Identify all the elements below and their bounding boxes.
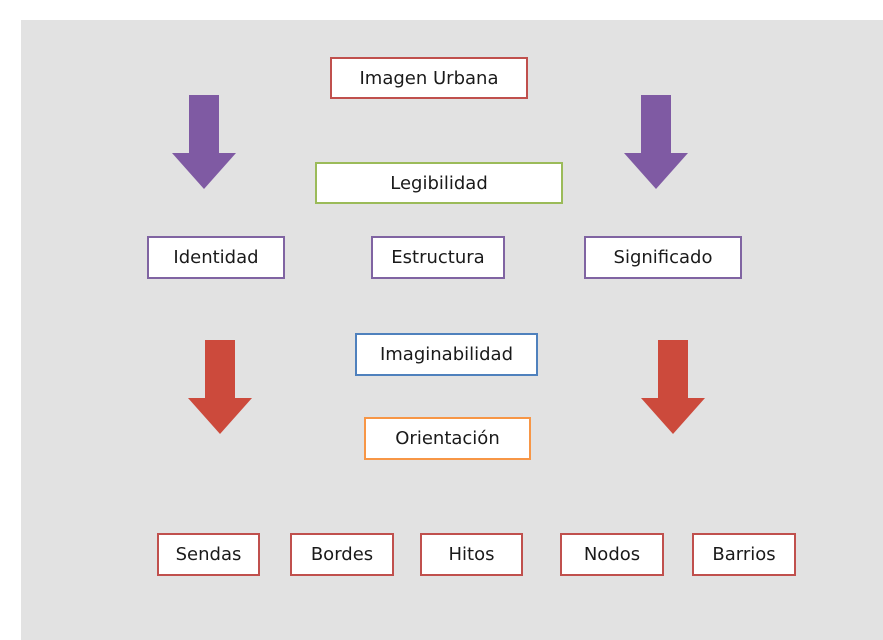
node-label: Identidad bbox=[173, 247, 259, 268]
node-label: Bordes bbox=[310, 544, 374, 565]
node-label: Imagen Urbana bbox=[359, 67, 499, 89]
arrow-red-right-shape bbox=[641, 340, 705, 434]
node-label: Orientación bbox=[395, 428, 500, 449]
node-estructura: Estructura bbox=[371, 236, 505, 279]
arrow-purple-right-shape bbox=[624, 95, 688, 189]
node-hitos: Hitos bbox=[420, 533, 523, 576]
node-label: Sendas bbox=[175, 544, 242, 565]
node-legibilidad: Legibilidad bbox=[315, 162, 563, 204]
node-label: Imaginabilidad bbox=[379, 344, 514, 365]
node-label: Legibilidad bbox=[390, 172, 488, 194]
down-arrow-icon bbox=[188, 340, 252, 434]
arrow-purple-left-shape bbox=[172, 95, 236, 189]
down-arrow-icon bbox=[172, 95, 236, 189]
down-arrow-icon bbox=[641, 340, 705, 434]
node-identidad: Identidad bbox=[147, 236, 285, 279]
node-orientacion: Orientación bbox=[364, 417, 531, 460]
node-imaginabilidad: Imaginabilidad bbox=[355, 333, 538, 376]
node-bordes: Bordes bbox=[290, 533, 394, 576]
arrow-red-left-shape bbox=[188, 340, 252, 434]
down-arrow-icon bbox=[624, 95, 688, 189]
node-nodos: Nodos bbox=[560, 533, 664, 576]
node-barrios: Barrios bbox=[692, 533, 796, 576]
node-label: Estructura bbox=[391, 247, 485, 268]
node-label: Barrios bbox=[712, 544, 776, 565]
node-imagen-urbana: Imagen Urbana bbox=[330, 57, 528, 99]
node-label: Hitos bbox=[448, 544, 495, 565]
node-sendas: Sendas bbox=[157, 533, 260, 576]
node-label: Significado bbox=[613, 247, 713, 268]
node-significado: Significado bbox=[584, 236, 742, 279]
node-label: Nodos bbox=[583, 544, 641, 565]
